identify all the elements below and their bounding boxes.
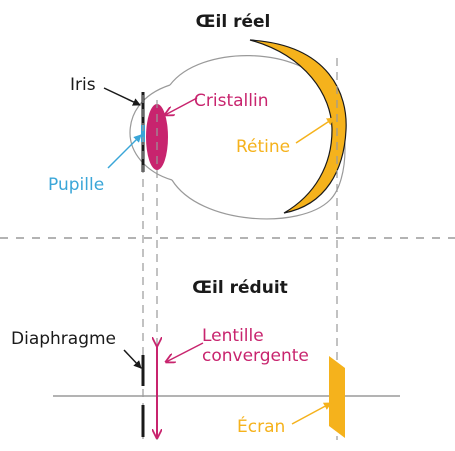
diaphragm-arrow (123, 349, 142, 369)
pupil-shape (141, 125, 145, 142)
diaphragm-label: Diaphragme (11, 329, 116, 349)
reduced-eye-title: Œil réduit (192, 278, 288, 298)
real-eye-title: Œil réel (196, 12, 271, 32)
retina-arrow (295, 117, 335, 144)
crystalline-lens-arrow (165, 97, 198, 115)
pupil-arrow (107, 134, 142, 169)
cornea (129, 84, 173, 181)
crystalline-lens-label: Cristallin (194, 91, 268, 111)
lens-label-arrow (166, 342, 204, 362)
screen-label: Écran (237, 415, 285, 437)
screen-shape (329, 356, 345, 438)
screen-arrow (291, 402, 332, 425)
lens-label-line2: convergente (202, 346, 309, 366)
iris-arrow (103, 87, 141, 106)
iris-label: Iris (70, 75, 96, 95)
crystalline-lens-shape (146, 104, 168, 170)
retina-label: Rétine (236, 137, 290, 157)
lens-label-line1: Lentille (202, 326, 264, 346)
pupil-label: Pupille (48, 175, 104, 195)
retina-shape (249, 39, 347, 214)
